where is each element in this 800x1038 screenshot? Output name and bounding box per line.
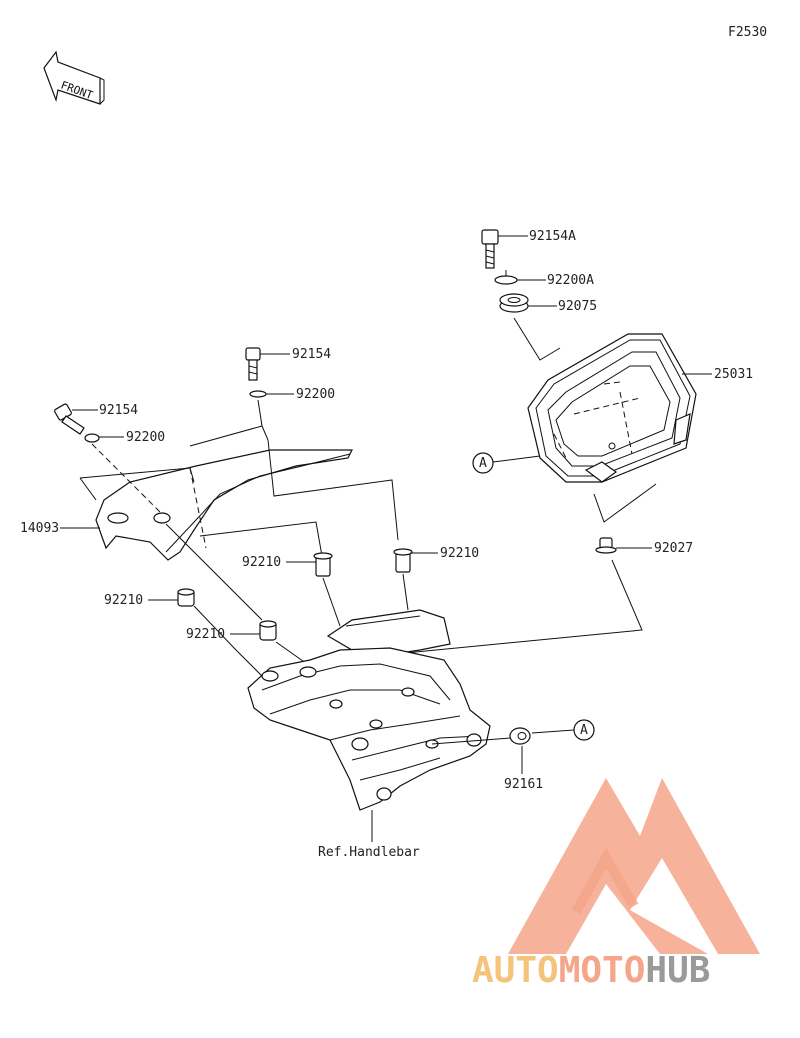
callout-a-damper: [573, 719, 595, 741]
cover-14093: [95, 449, 353, 561]
label-92200-center: 92200: [296, 387, 335, 402]
damper-92161: [509, 727, 531, 745]
label-25031: 25031: [714, 367, 753, 382]
logo-text-auto: AUTO: [472, 950, 559, 991]
meter-bracket: [247, 609, 491, 811]
logo-text-hub: HUB: [645, 950, 710, 991]
label-92075: 92075: [558, 299, 597, 314]
label-92200a: 92200A: [547, 273, 594, 288]
bolt-92154-left: [54, 403, 85, 435]
washer-92200-center: [249, 390, 267, 398]
meter-25031: [527, 333, 697, 483]
callout-a-meter-text: A: [479, 456, 487, 471]
front-arrow-icon: FRONT: [43, 50, 105, 105]
label-92161: 92161: [504, 777, 543, 792]
label-92210-d: 92210: [186, 627, 225, 642]
label-92027: 92027: [654, 541, 693, 556]
collar-92210-b: [393, 548, 413, 573]
callout-a-meter: [472, 452, 494, 474]
callout-a-damper-text: A: [580, 723, 588, 738]
label-92154-center: 92154: [292, 347, 331, 362]
label-92210-b: 92210: [440, 546, 479, 561]
automotohub-logo: AUTOMOTOHUB: [472, 778, 760, 991]
bushing-92027: [595, 537, 617, 554]
label-92210-a: 92210: [242, 555, 281, 570]
label-92210-c: 92210: [104, 593, 143, 608]
label-92200-left: 92200: [126, 430, 165, 445]
washer-92200-left: [84, 433, 100, 443]
bolt-92154a: [481, 229, 499, 269]
logo-text-moto: MOTO: [559, 950, 646, 991]
washer-92200a: [494, 275, 518, 285]
collar-92210-a: [313, 552, 333, 577]
svg-text:AUTOMOTOHUB: AUTOMOTOHUB: [472, 950, 710, 991]
grommet-92075: [499, 293, 529, 313]
label-ref-handlebar: Ref.Handlebar: [318, 845, 420, 860]
bolt-92154-center: [245, 347, 261, 381]
collar-92210-c: [177, 588, 195, 607]
label-14093: 14093: [20, 521, 59, 536]
label-92154-left: 92154: [99, 403, 138, 418]
figure-code: F2530: [728, 25, 767, 40]
label-92154a: 92154A: [529, 229, 576, 244]
collar-92210-d: [259, 620, 277, 641]
